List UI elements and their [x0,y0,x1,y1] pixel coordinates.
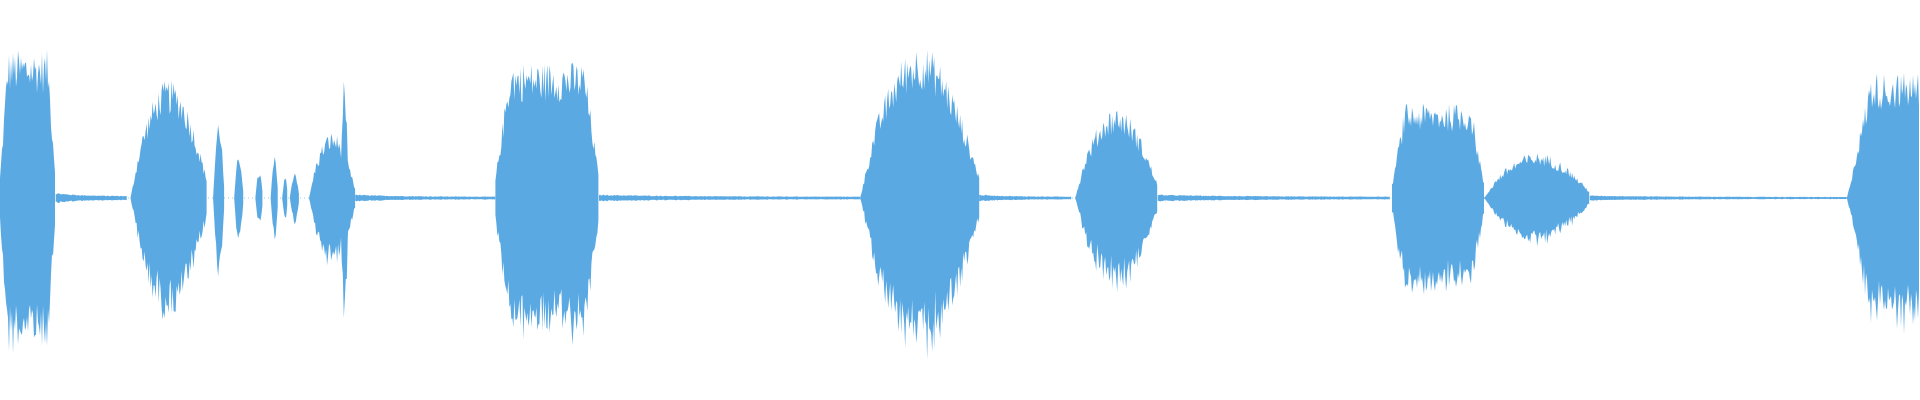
waveform-segment [270,156,278,240]
waveform-segment [213,125,225,277]
waveform-segment [860,49,980,360]
waveform-segment [234,159,244,239]
waveform-segment [255,175,263,221]
waveform-segment [339,81,353,318]
waveform-segment [1589,195,1847,201]
waveform-segment [1847,72,1919,335]
waveform-segment [1157,194,1390,202]
waveform-segment [979,194,1072,202]
waveform-segment [0,49,55,354]
waveform-segment [355,194,496,202]
waveform-segment [599,194,860,202]
waveform-segment [1075,111,1158,292]
waveform-segment [495,62,599,346]
waveform-segment [1392,103,1484,295]
waveform-segment [1484,153,1590,247]
waveform-segment [282,178,288,218]
waveform-segment [289,173,299,225]
waveform-segment [55,193,127,203]
waveform-segments [0,49,1919,360]
waveform-segment [130,79,207,320]
